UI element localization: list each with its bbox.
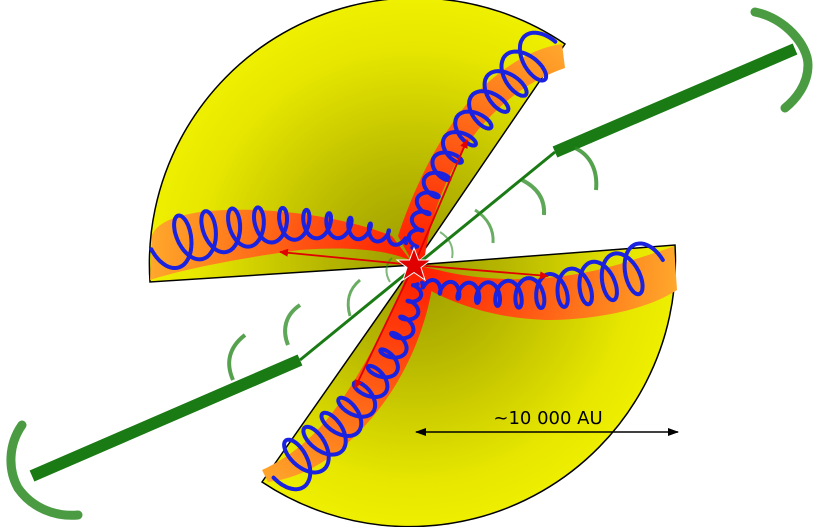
- outflow-arrows: [279, 139, 549, 389]
- heated-lobe-up: [398, 44, 565, 265]
- magnetic-coil-up: [406, 30, 558, 250]
- outflow-arrow-left: [279, 248, 415, 266]
- bow-shock: [521, 178, 547, 216]
- bow-shock: [385, 257, 393, 283]
- outflow-arrow-right: [413, 264, 549, 280]
- protostar-star-icon: [395, 246, 433, 282]
- bow-shock: [439, 231, 454, 259]
- heated-lobe-down: [262, 265, 432, 482]
- bow-shock: [346, 278, 361, 317]
- bow-shock: [474, 208, 495, 244]
- bow-shock: [283, 303, 302, 346]
- outflow-arrow-down: [354, 264, 415, 389]
- bow-shock: [574, 146, 599, 191]
- outflow-arrow-up: [413, 139, 468, 266]
- scale-label: ~10 000 AU: [493, 408, 602, 429]
- jet-thick-upper: [552, 43, 798, 158]
- jet-thick-lower: [29, 354, 303, 482]
- jet-thin: [299, 150, 556, 362]
- bow-shock: [227, 333, 247, 381]
- bow-shock-bottom-left: [6, 420, 83, 520]
- magnetic-coil-right: [420, 241, 665, 310]
- magnetic-coil-down: [271, 282, 424, 492]
- jet: [29, 43, 798, 482]
- magnetic-coil-left: [149, 205, 408, 270]
- bow-shocks: [6, 7, 813, 520]
- magnetic-coils: [149, 30, 665, 492]
- bow-shock-top-right: [750, 7, 813, 113]
